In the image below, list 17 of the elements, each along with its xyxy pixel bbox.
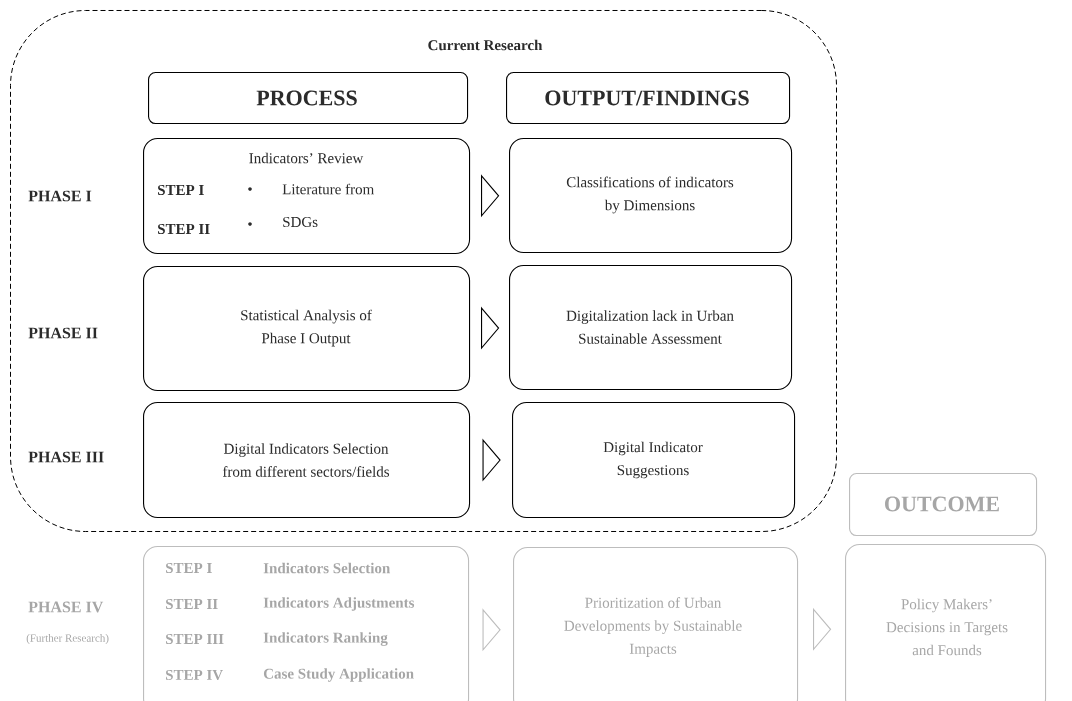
header-box: PROCESS (148, 72, 469, 125)
findings-box: Digital Indicator Suggestions (512, 402, 796, 519)
process-box: STEP I Indicators Selection STEP II Indicators Adjustments STEP III Indicators Ranking STEP IV Case Study Application (143, 546, 470, 701)
phase-label: PHASE I (28, 190, 92, 202)
outcome-box: Policy Makers’ Decisions in Targets and Founds (845, 544, 1047, 701)
findings-box: Classifications of indicators by Dimensions (509, 138, 793, 254)
phase-label: PHASE IV (28, 601, 104, 613)
process-box: Digital Indicators Selection from different sectors/fields (143, 402, 471, 519)
process-box: Statistical Analysis of Phase I Output (143, 266, 471, 392)
outcome-box: Prioritization of Urban Developments by Sustainable Impacts (513, 547, 799, 701)
phase-label: PHASE III (28, 451, 104, 463)
findings-box: Digitalization lack in Urban Sustainable Assessment (509, 265, 793, 391)
process-box: Indicators’ Review STEP I Literature from STEP II SDGs (143, 138, 471, 255)
phase-label: (Further Research) (26, 634, 109, 644)
header-box: OUTPUT/FINDINGS (506, 72, 791, 125)
phase-label: PHASE II (28, 327, 98, 339)
header-box: OUTCOME (849, 473, 1038, 537)
